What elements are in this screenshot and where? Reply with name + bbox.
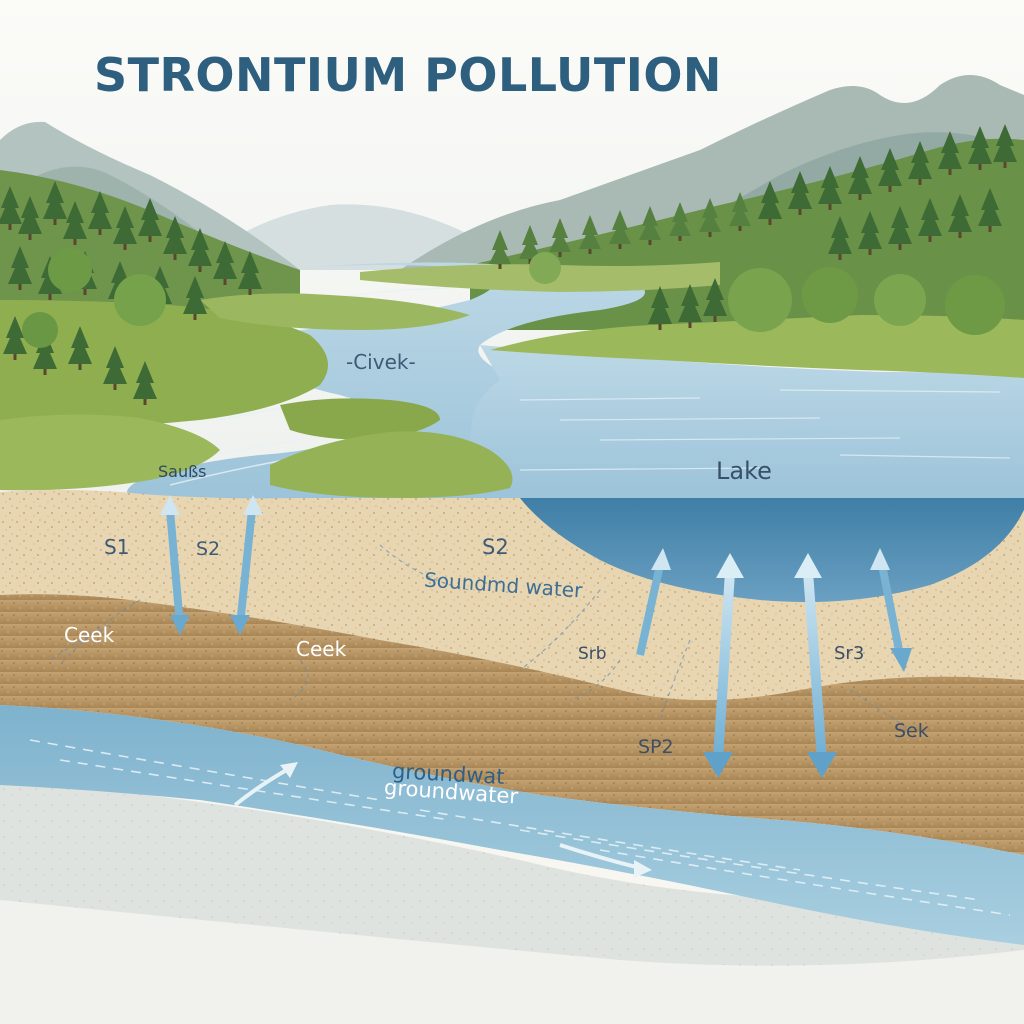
label-s2-left: S2 [196,538,221,560]
lake-basin [520,498,1024,603]
clay-layer [0,594,1024,855]
arrow-up-s1 [160,495,190,635]
label-ceek-left: Ceek [64,623,115,647]
forest [0,124,1017,405]
arrow-lake-2 [703,553,744,778]
label-ceek-center: Ceek [296,637,347,661]
page-title: STRONTIUM POLLUTION [94,48,722,102]
label-s1: S1 [104,535,130,559]
label-sr3: Sr3 [834,643,865,664]
arrow-lake-4 [870,548,912,672]
arrow-lake-3 [794,553,837,778]
label-civek: -Civek- [346,350,416,374]
label-lake: Lake [716,457,772,485]
bedrock-fade [0,900,1024,1024]
arrow-up-s2 [230,495,263,635]
arrow-lake-1 [636,548,671,656]
label-s2-right: S2 [482,535,509,559]
lake-surface [470,345,1024,500]
aquifer-flow-arrows [233,762,652,878]
label-sp2: SP2 [638,736,674,758]
label-srb: Srb [578,644,607,664]
flow-arrows [160,495,912,878]
grass-banks [0,262,1024,498]
label-sek: Sek [894,720,929,742]
label-creek-mouth: Saußs [158,462,207,481]
